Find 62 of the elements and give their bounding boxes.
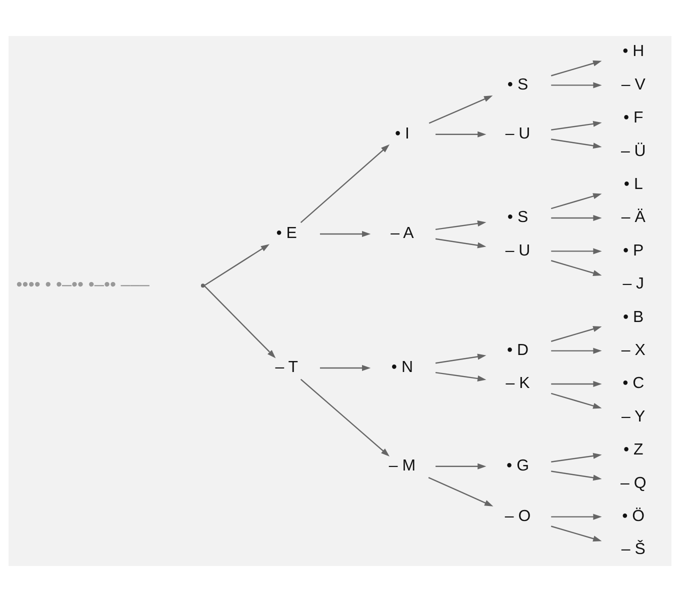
arrow (550, 260, 602, 276)
arrow (550, 525, 602, 542)
node-text: – T (275, 358, 298, 376)
arrow (551, 470, 602, 480)
node-point (200, 283, 205, 288)
node-text: • L (624, 175, 643, 192)
node-text: – Š (621, 540, 646, 558)
node-text: – Ä (621, 208, 646, 226)
node-text: – Ü (620, 142, 646, 160)
node-text: – Y (622, 408, 646, 425)
arrow (436, 130, 486, 137)
arrow (551, 380, 602, 387)
node-text: – V (621, 76, 646, 93)
node-text: – M (388, 457, 416, 474)
arrow (435, 371, 486, 381)
arrow (428, 95, 493, 124)
arrow (550, 392, 602, 408)
arrow (551, 248, 602, 254)
node-text: • P (623, 242, 644, 259)
arrow (550, 192, 602, 209)
arrow (551, 513, 602, 520)
node-text: • B (623, 308, 644, 326)
node-text: – U (505, 242, 530, 259)
arrow (436, 462, 486, 469)
node-text: – K (506, 374, 530, 392)
arrow (300, 144, 390, 223)
arrow (435, 238, 486, 248)
node-text: • H (622, 42, 644, 60)
node-text: • F (623, 109, 644, 126)
label: •••• • •–•• •–•• ––– (16, 274, 150, 294)
arrow (550, 326, 602, 342)
node-text: – U (505, 125, 530, 142)
node-text: • S (507, 76, 528, 93)
node-text: • C (622, 374, 644, 392)
node-text: • Ö (622, 507, 645, 524)
node-text: • N (391, 358, 413, 376)
arrow (300, 378, 390, 456)
node-text: • I (394, 125, 410, 142)
node-text: • G (506, 457, 530, 474)
arrow (551, 452, 602, 462)
arrow (551, 82, 602, 88)
arrow (204, 244, 270, 286)
arrow (435, 353, 486, 364)
node-text: • Z (623, 441, 644, 458)
node-text: – Q (620, 474, 646, 492)
arrow (551, 138, 602, 148)
arrow (428, 476, 494, 506)
arrow (551, 214, 602, 221)
arrow (435, 220, 486, 230)
node-text: – A (390, 224, 414, 242)
node-text: – J (622, 275, 644, 292)
node-text: • E (276, 224, 297, 242)
node-text: • S (507, 208, 528, 226)
arrow (550, 60, 602, 76)
node-text: – O (504, 507, 531, 524)
arrow (204, 284, 276, 358)
arrow (320, 364, 371, 371)
arrow (551, 120, 602, 130)
arrow (551, 347, 602, 354)
node-text: – X (621, 341, 646, 358)
arrow (320, 230, 371, 236)
node-text: • D (507, 341, 529, 358)
